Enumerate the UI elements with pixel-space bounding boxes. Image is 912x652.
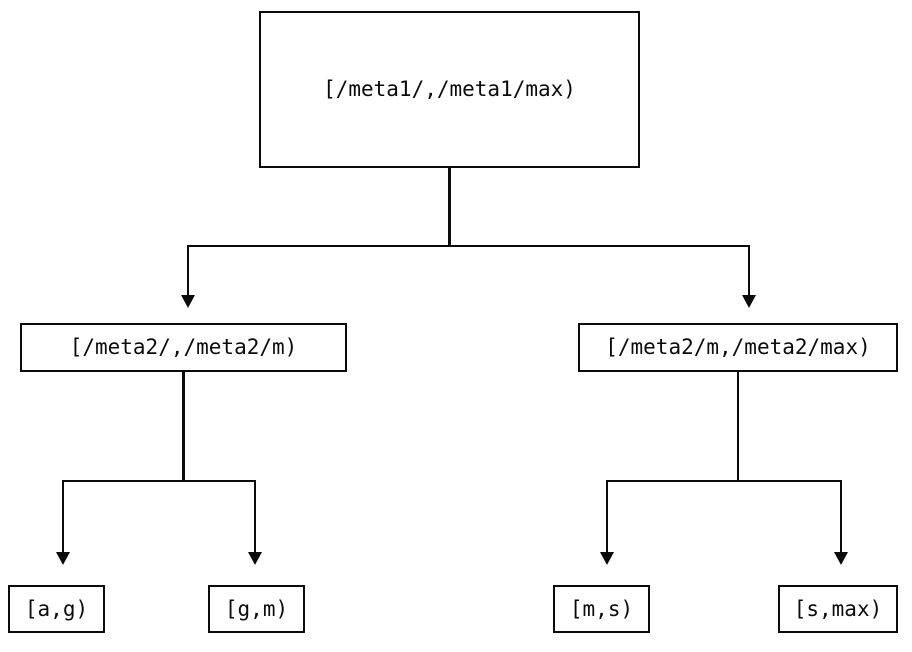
arrowhead-mid-right-to-leaf-smax [833, 552, 848, 565]
edge-mid-left-to-leaf-gm-drop [253, 479, 257, 552]
arrowhead-mid-right-to-leaf-ms [599, 552, 614, 565]
edge-root-bus [187, 244, 750, 248]
node-root-label: [/meta1/,/meta1/max) [323, 77, 576, 101]
node-leaf-smax-label: [s,max) [793, 596, 883, 621]
arrowhead-mid-left-to-leaf-gm [247, 552, 262, 565]
node-leaf-smax[interactable]: [s,max) [778, 585, 898, 633]
edge-mid-right-stem [736, 372, 740, 481]
node-root[interactable]: [/meta1/,/meta1/max) [259, 11, 640, 168]
arrowhead-mid-left-to-leaf-ag [55, 552, 70, 565]
edge-mid-left-bus [62, 479, 256, 483]
edge-root-to-mid-left-drop [186, 244, 190, 295]
node-leaf-ag-label: [a,g) [24, 596, 89, 621]
node-leaf-ag[interactable]: [a,g) [8, 585, 105, 633]
node-mid-left[interactable]: [/meta2/,/meta2/m) [20, 323, 347, 372]
arrowhead-root-to-mid-right [741, 295, 756, 308]
node-mid-left-label: [/meta2/,/meta2/m) [69, 335, 298, 359]
node-mid-right[interactable]: [/meta2/m,/meta2/max) [578, 323, 898, 372]
arrowhead-root-to-mid-left [180, 295, 195, 308]
edge-mid-right-bus [606, 479, 842, 483]
node-leaf-gm[interactable]: [g,m) [208, 585, 305, 633]
edge-mid-left-to-leaf-ag-drop [61, 479, 65, 552]
node-mid-right-label: [/meta2/m,/meta2/max) [605, 335, 871, 359]
edge-mid-right-to-leaf-ms-drop [605, 479, 609, 552]
edge-mid-left-stem [182, 372, 185, 481]
node-leaf-ms[interactable]: [m,s) [553, 585, 650, 633]
edge-root-stem [448, 168, 451, 246]
edge-root-to-mid-right-drop [747, 244, 751, 295]
edge-mid-right-to-leaf-smax-drop [839, 479, 843, 552]
node-leaf-gm-label: [g,m) [224, 596, 289, 621]
node-leaf-ms-label: [m,s) [569, 596, 634, 621]
